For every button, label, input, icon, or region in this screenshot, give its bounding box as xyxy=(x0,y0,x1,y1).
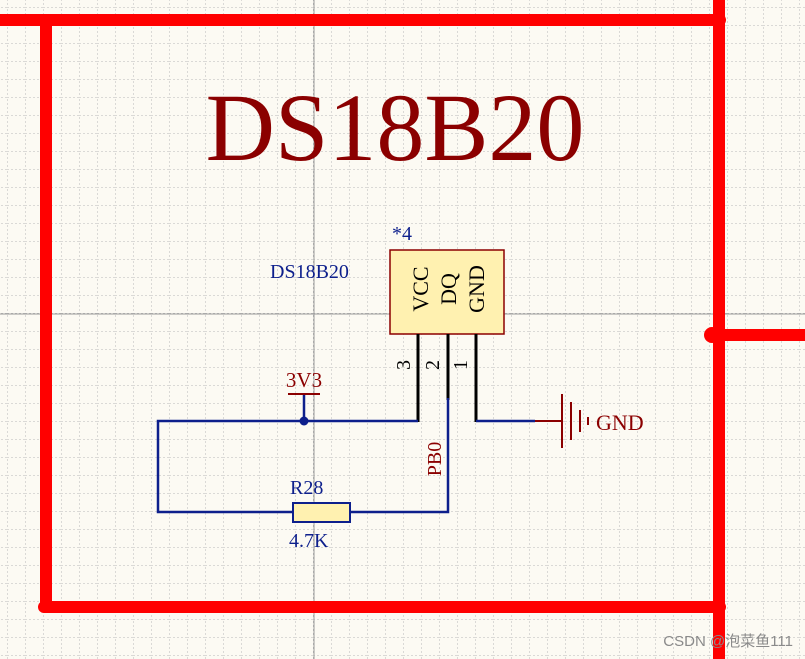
pin-name-gnd: GND xyxy=(464,265,489,313)
resistor-r28[interactable] xyxy=(292,502,351,523)
frame-node xyxy=(704,327,720,343)
pin-number-1: 1 xyxy=(450,360,472,370)
ground-symbol xyxy=(535,394,589,448)
pin-name-vcc: VCC xyxy=(408,266,433,311)
wire-vcc-loop[interactable] xyxy=(156,419,418,514)
net-label-pb0: PB0 xyxy=(424,442,446,476)
resistor-refdes: R28 xyxy=(290,477,323,499)
ground-port-gnd: GND xyxy=(596,410,644,435)
power-port-3v3: 3V3 xyxy=(286,368,322,392)
schematic-title: DS18B20 xyxy=(206,74,585,181)
watermark: CSDN @泡菜鱼111 xyxy=(663,632,793,650)
resistor-value: 4.7K xyxy=(289,530,329,552)
pin-name-dq: DQ xyxy=(436,273,461,305)
junction-dot xyxy=(299,416,309,426)
component-refdes: *4 xyxy=(392,223,412,245)
ds18b20-body[interactable] xyxy=(389,249,505,335)
component-pins xyxy=(416,334,478,422)
pin-number-3: 3 xyxy=(393,360,415,370)
pin-number-2: 2 xyxy=(422,360,444,370)
component-part-name: DS18B20 xyxy=(270,261,349,283)
wire-dq[interactable] xyxy=(377,398,450,514)
